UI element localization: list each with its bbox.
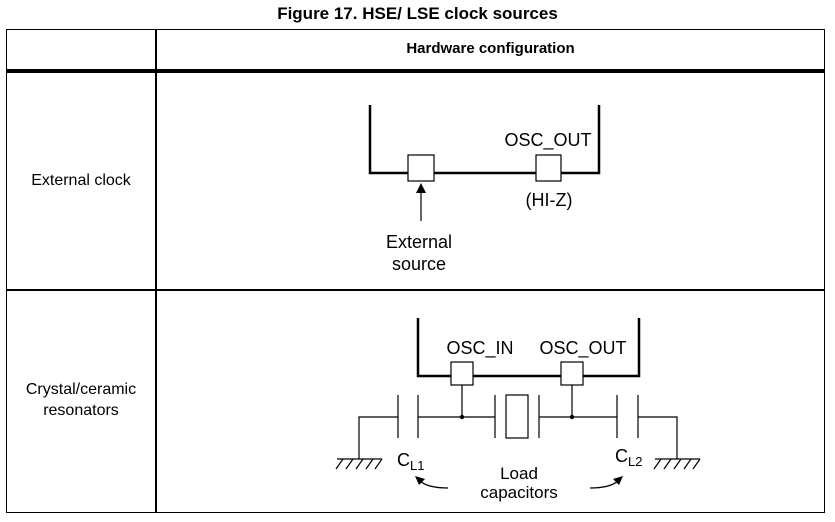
hardware-config-table	[6, 29, 825, 513]
hi-z-label: (HI-Z)	[526, 190, 573, 210]
cl1-label: CL1	[397, 450, 424, 473]
external-clock-diagram: OSC_OUT (HI-Z) External source	[368, 105, 601, 274]
row-label-external-clock: External clock	[6, 170, 156, 191]
osc-out-label: OSC_OUT	[504, 130, 591, 151]
junction-dot	[459, 414, 465, 420]
column-divider	[155, 29, 157, 513]
curved-arrow-left-icon	[415, 476, 449, 489]
external-source-label-line2: source	[392, 254, 446, 274]
curved-arrow-right-icon	[589, 476, 623, 489]
osc-out-pin	[560, 361, 584, 386]
osc-out-pin	[535, 154, 562, 182]
mcu-outline	[368, 105, 601, 175]
column-header-hardware-configuration: Hardware configuration	[406, 40, 575, 57]
capacitor-cl2-icon	[616, 395, 639, 438]
osc-out-label: OSC_OUT	[539, 338, 626, 359]
row-label-line1: Crystal/ceramic	[25, 381, 137, 398]
figure-title: Figure 17. HSE/ LSE clock sources	[277, 4, 558, 23]
row-label-crystal-resonators: Crystal/ceramic resonators	[6, 379, 156, 421]
load-capacitors-label-line2: capacitors	[480, 483, 557, 502]
ground-right-icon	[653, 458, 701, 470]
osc-in-pin	[450, 361, 474, 386]
arrow-up-icon	[416, 183, 426, 193]
row-label-text: External clock	[31, 172, 131, 189]
junction-dot	[569, 414, 575, 420]
row-label-line2: resonators	[43, 402, 119, 419]
header-divider	[6, 69, 825, 73]
ground-wire-left	[358, 416, 398, 459]
crystal-icon	[494, 394, 540, 439]
crystal-resonator-diagram: OSC_IN OSC_OUT	[335, 318, 701, 502]
osc-in-pin	[407, 154, 435, 182]
row-divider	[6, 289, 825, 291]
external-source-label-line1: External	[386, 232, 452, 252]
mcu-outline	[416, 318, 641, 378]
cl2-label: CL2	[615, 446, 642, 469]
ground-wire-right	[638, 416, 678, 459]
capacitor-cl1-icon	[397, 395, 419, 438]
ground-left-icon	[335, 458, 383, 470]
osc-in-label: OSC_IN	[446, 338, 513, 359]
load-capacitors-label-line1: Load	[500, 464, 538, 483]
